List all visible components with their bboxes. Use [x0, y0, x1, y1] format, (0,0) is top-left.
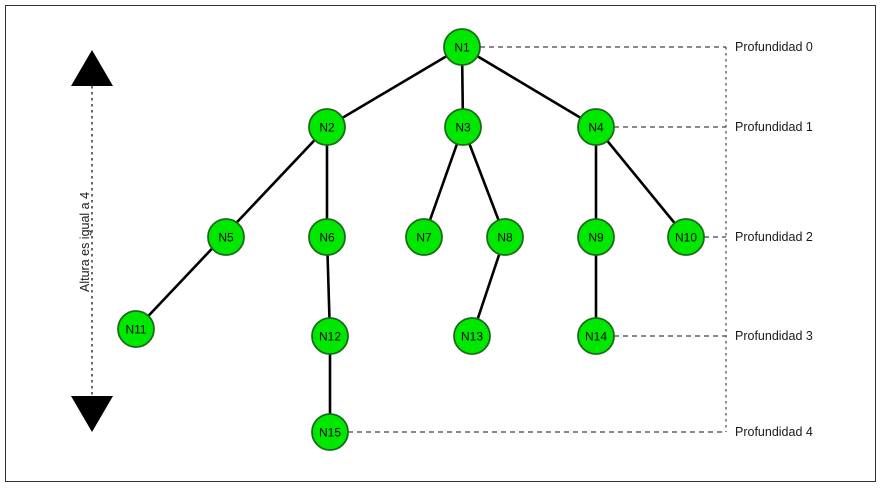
- node-circle: [577, 317, 615, 355]
- tree-edge-n1-n4: [460, 45, 598, 129]
- node-circle: [311, 413, 349, 451]
- node-circle: [443, 28, 481, 66]
- tree-edge-n4-n10: [594, 125, 688, 239]
- height-arrow-head-down-icon: [71, 396, 113, 432]
- tree-node-n15[interactable]: N15: [311, 413, 349, 451]
- node-circle: [577, 108, 615, 146]
- depth-label-2: Profundidad 2: [735, 230, 813, 244]
- height-annotation-label: Altura es igual a 4: [78, 191, 92, 292]
- node-circle: [453, 317, 491, 355]
- tree-node-n12[interactable]: N12: [311, 317, 349, 355]
- depth-label-3: Profundidad 3: [735, 329, 813, 343]
- tree-node-n8[interactable]: N8: [486, 218, 524, 256]
- tree-node-n6[interactable]: N6: [308, 218, 346, 256]
- node-circle: [207, 218, 245, 256]
- node-circle: [117, 310, 155, 348]
- tree-node-n7[interactable]: N7: [405, 218, 443, 256]
- tree-node-n10[interactable]: N10: [667, 218, 705, 256]
- node-circle: [486, 218, 524, 256]
- tree-node-n13[interactable]: N13: [453, 317, 491, 355]
- node-circle: [311, 317, 349, 355]
- tree-edge-n3-n8: [461, 125, 507, 239]
- tree-edge-n3-n7: [422, 125, 465, 239]
- tree-node-n11[interactable]: N11: [117, 310, 155, 348]
- node-circle: [577, 218, 615, 256]
- tree-node-n9[interactable]: N9: [577, 218, 615, 256]
- tree-node-n2[interactable]: N2: [308, 108, 346, 146]
- depth-label-4: Profundidad 4: [735, 425, 813, 439]
- node-circle: [667, 218, 705, 256]
- tree-node-n4[interactable]: N4: [577, 108, 615, 146]
- height-arrow-group: [71, 50, 113, 432]
- tree-node-n1[interactable]: N1: [443, 28, 481, 66]
- depth-connectors-group: [348, 46, 726, 433]
- depth-label-1: Profundidad 1: [735, 120, 813, 134]
- tree-edge-n1-n2: [325, 45, 464, 129]
- tree-node-n5[interactable]: N5: [207, 218, 245, 256]
- height-arrow-head-up-icon: [71, 50, 113, 86]
- tree-node-n3[interactable]: N3: [444, 108, 482, 146]
- tree-node-n14[interactable]: N14: [577, 317, 615, 355]
- node-circle: [405, 218, 443, 256]
- node-circle: [308, 108, 346, 146]
- node-circle: [444, 108, 482, 146]
- depth-label-0: Profundidad 0: [735, 40, 813, 54]
- node-circle: [308, 218, 346, 256]
